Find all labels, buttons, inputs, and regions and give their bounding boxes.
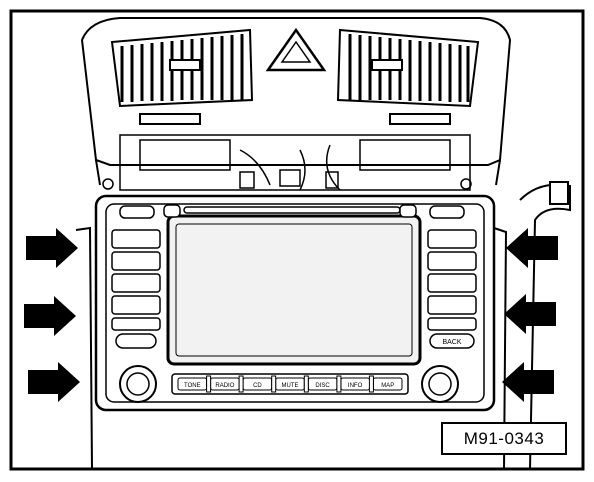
left-soft-key[interactable] <box>111 251 161 271</box>
cd-slot <box>183 206 401 214</box>
diagram-border <box>9 9 585 471</box>
bottom-button-label: MUTE <box>282 383 299 389</box>
right-soft-key[interactable] <box>427 273 477 293</box>
right-soft-keys <box>427 229 477 349</box>
bottom-button-label: TONE <box>184 383 201 389</box>
button-divider <box>368 375 374 393</box>
dashboard-trim <box>80 17 512 186</box>
back-button[interactable] <box>429 333 475 349</box>
left-soft-key[interactable] <box>111 295 161 315</box>
arrow-right-top <box>506 228 558 268</box>
figure-id-text: M91-0343 <box>463 428 545 448</box>
right-soft-key[interactable] <box>427 317 477 331</box>
left-soft-key[interactable] <box>111 273 161 293</box>
arrow-left-bottom <box>28 362 80 402</box>
arrow-right-middle <box>504 294 556 334</box>
right-soft-key[interactable] <box>427 251 477 271</box>
left-function-key[interactable] <box>115 333 157 349</box>
top-buttons <box>119 204 465 219</box>
bottom-button-label: RADIO <box>215 383 234 389</box>
arrow-right-bottom <box>502 362 554 402</box>
back-button-label: BACK <box>442 339 461 346</box>
display-screen-inner <box>175 223 413 357</box>
figure-id-label: M91-0343 <box>441 422 567 455</box>
removal-arrows <box>24 228 558 402</box>
tuning-knob[interactable] <box>421 365 459 403</box>
right-soft-key[interactable] <box>427 295 477 315</box>
top-right-button-pair[interactable] <box>429 205 465 219</box>
top-power-button[interactable] <box>399 204 417 218</box>
left-air-vent <box>110 28 254 125</box>
volume-knob[interactable] <box>119 365 157 403</box>
display-screen <box>166 214 422 366</box>
top-left-button-pair[interactable] <box>119 205 155 219</box>
top-eject-button[interactable] <box>163 204 181 218</box>
bottom-button-label: DISC <box>315 383 330 389</box>
radio-cavity-wiring <box>102 134 472 191</box>
left-soft-key[interactable] <box>111 317 161 331</box>
bottom-button-label: INFO <box>348 383 363 389</box>
left-soft-key[interactable] <box>111 229 161 249</box>
right-soft-key[interactable] <box>427 229 477 249</box>
button-divider <box>238 375 244 393</box>
button-divider <box>271 375 277 393</box>
arrow-left-middle <box>24 296 76 336</box>
button-divider <box>303 375 309 393</box>
button-divider <box>206 375 212 393</box>
console-side-panels <box>75 181 571 470</box>
bottom-button-label: MAP <box>381 383 394 389</box>
bottom-button-label: CD <box>253 383 262 389</box>
left-soft-keys <box>111 229 161 349</box>
arrow-left-top <box>26 228 78 268</box>
button-divider <box>336 375 342 393</box>
bottom-buttons: TONE RADIO CD MUTE DISC INFO MAP <box>177 375 403 393</box>
right-air-vent <box>336 28 480 125</box>
